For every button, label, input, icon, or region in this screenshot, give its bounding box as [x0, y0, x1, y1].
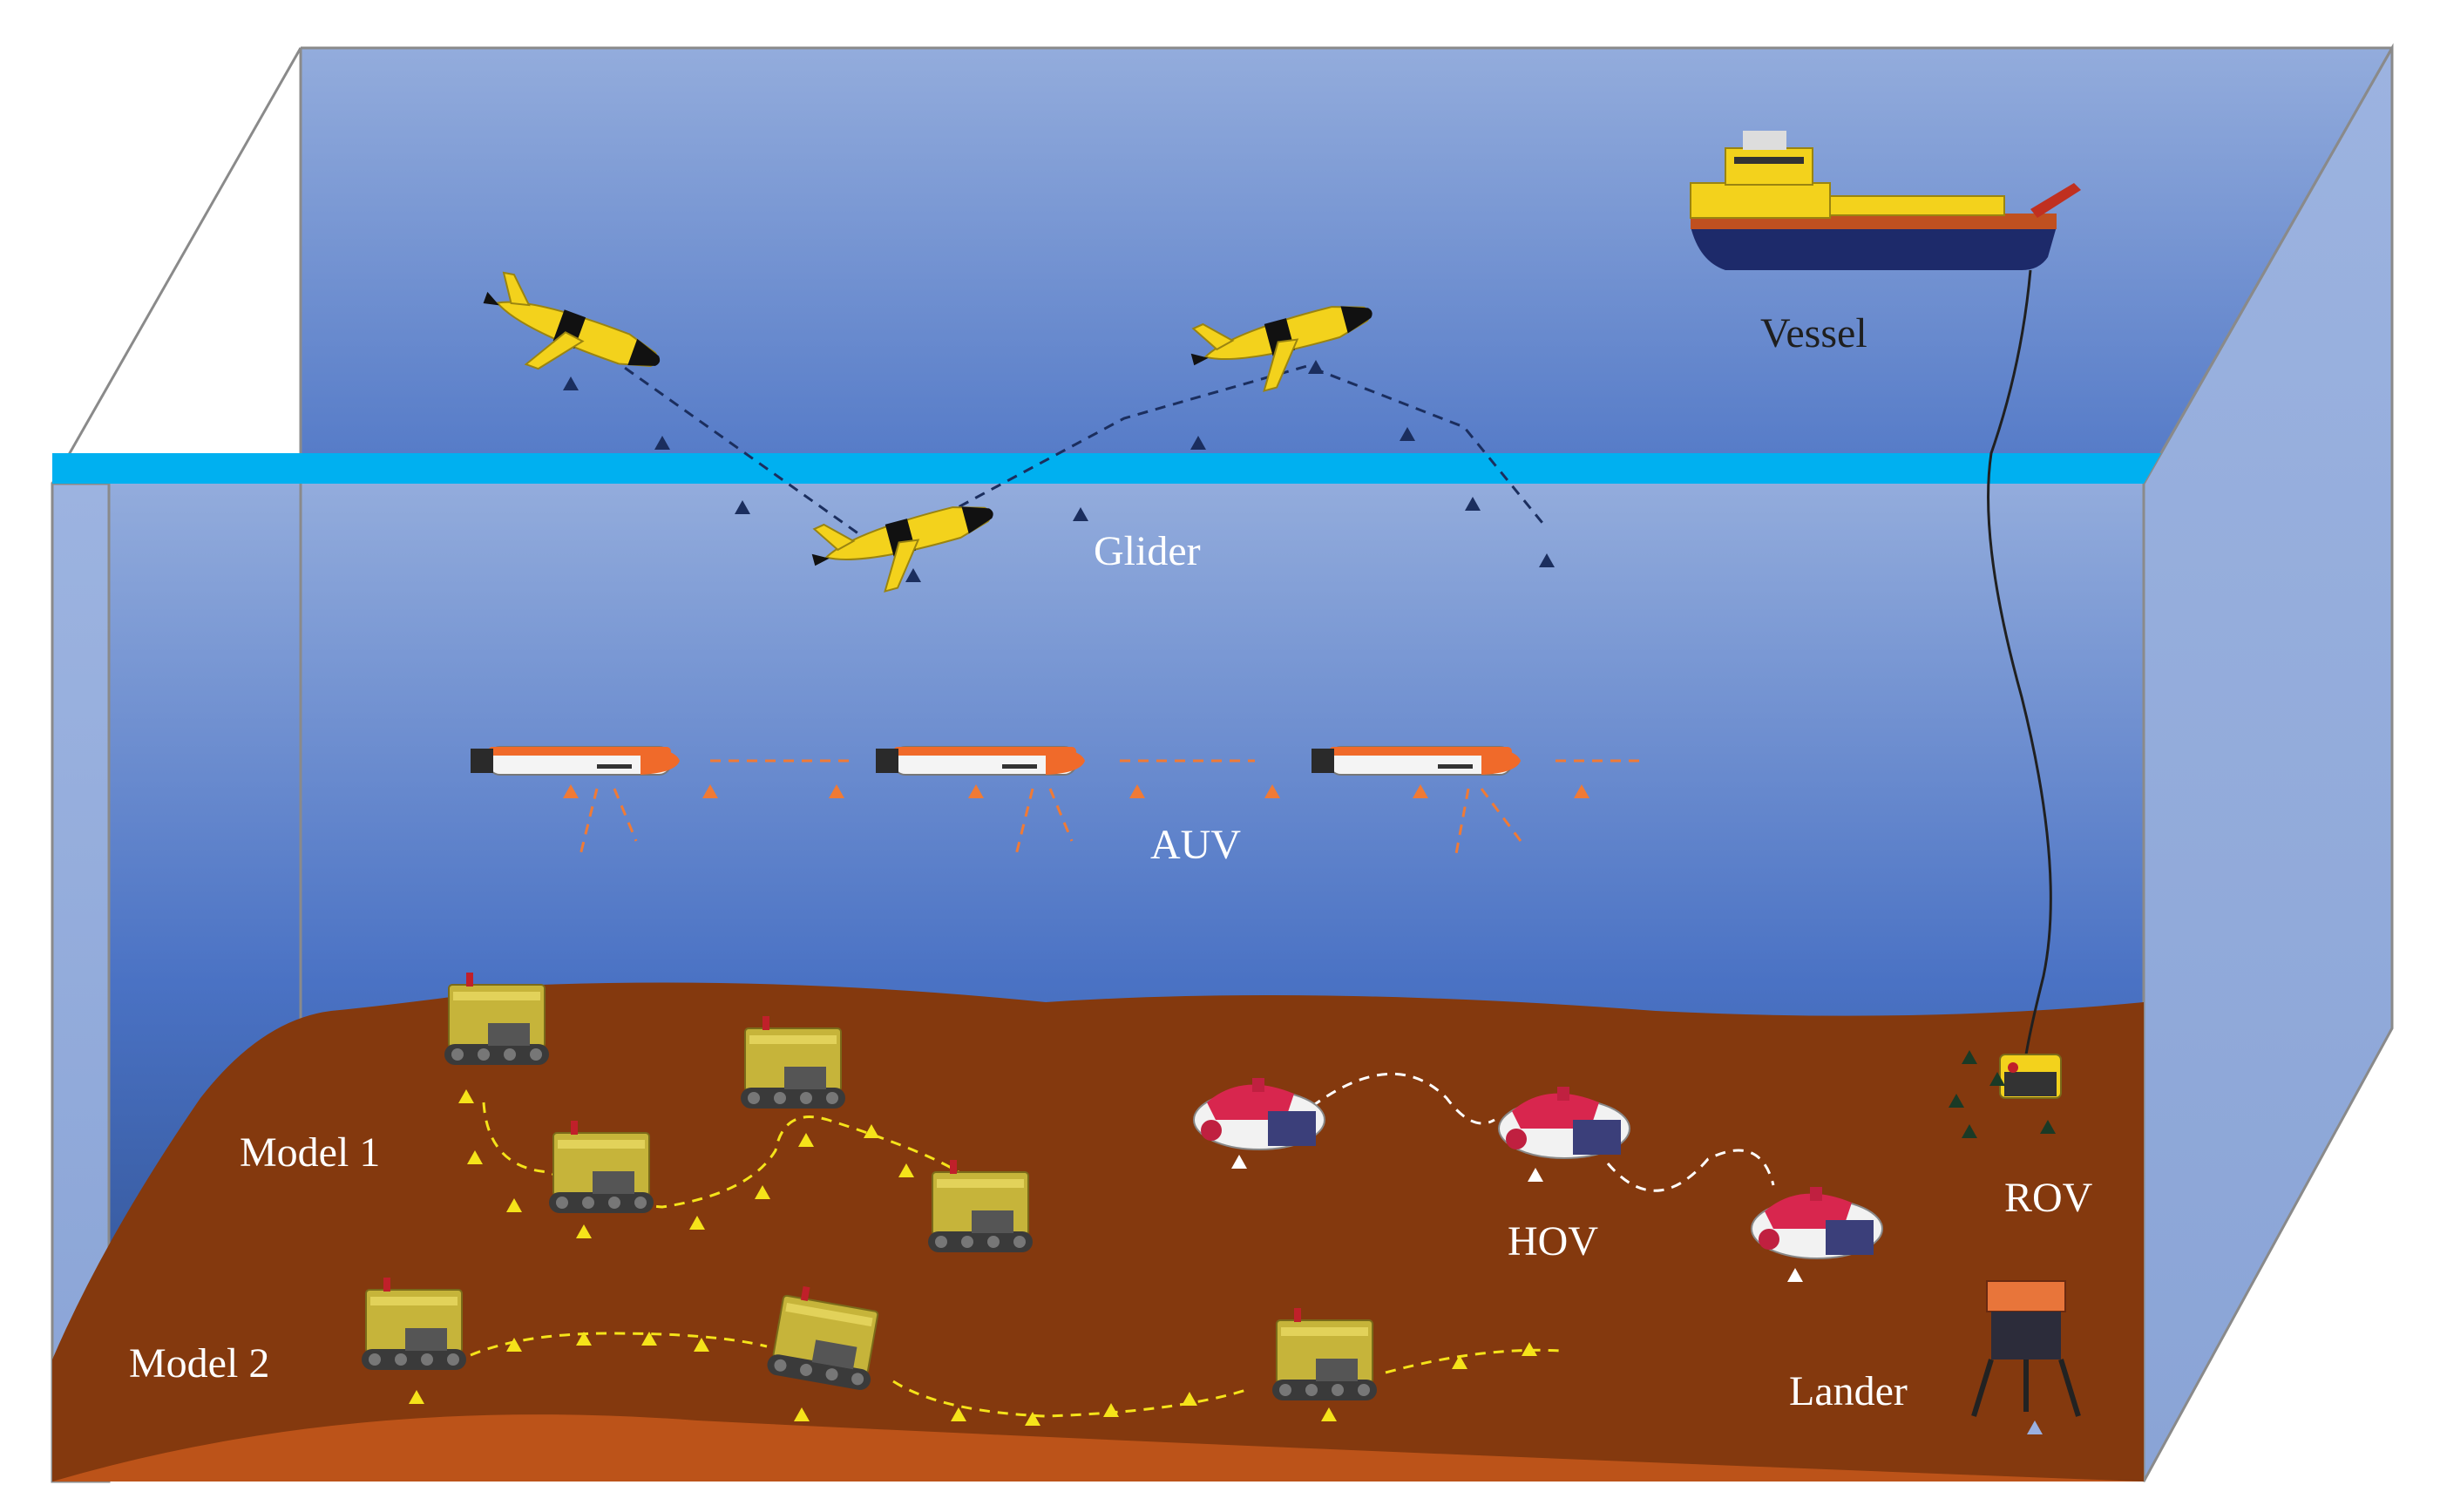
- auv-sensor-markers: [563, 784, 1589, 798]
- model-1-crawler-2-icon: [548, 1120, 654, 1214]
- crawler-sensor-markers: [409, 1089, 1537, 1426]
- rov-tether: [1987, 269, 2052, 1055]
- auv-2-icon: [875, 746, 1086, 776]
- left-wall-upper: [109, 48, 301, 484]
- model-1-label: Model 1: [240, 1129, 380, 1176]
- lander-label: Lander: [1789, 1368, 1908, 1414]
- hov-path: [1311, 1072, 1775, 1192]
- lander-sensor-marker: [2027, 1420, 2043, 1434]
- sea-surface-band: [52, 453, 2161, 484]
- auv-label: AUV: [1150, 822, 1241, 868]
- vessel-icon: [1690, 131, 2081, 270]
- model-1-path: [482, 1102, 959, 1209]
- rov-sensor-markers: [1949, 1050, 2056, 1138]
- glider-sensor-markers: [563, 360, 1555, 582]
- hov-sensor-markers: [1231, 1155, 1803, 1282]
- seabed-foreground: [52, 1414, 2144, 1481]
- model-1-crawler-4-icon: [927, 1159, 1034, 1253]
- rov-label: ROV: [2004, 1175, 2093, 1221]
- auv-3-icon: [1311, 746, 1522, 776]
- model-1-crawler-3-icon: [740, 1015, 846, 1109]
- model-2-path: [470, 1332, 1561, 1418]
- glider-path: [609, 356, 1544, 551]
- hov-label: HOV: [1508, 1218, 1598, 1265]
- vessel-label: Vessel: [1760, 310, 1867, 356]
- seabed: [52, 982, 2144, 1481]
- model-2-crawler-3-icon: [1271, 1307, 1378, 1401]
- rov-icon: [1999, 1054, 2062, 1099]
- model-2-crawler-1-icon: [361, 1277, 467, 1371]
- auv-path: [578, 759, 1647, 859]
- glider-label: Glider: [1094, 528, 1201, 574]
- model-2-label: Model 2: [129, 1340, 269, 1387]
- box-outline: [51, 46, 2394, 1481]
- auv-1-icon: [470, 746, 681, 776]
- lander-icon: [1971, 1280, 2081, 1417]
- model-1-crawler-1-icon: [444, 972, 550, 1066]
